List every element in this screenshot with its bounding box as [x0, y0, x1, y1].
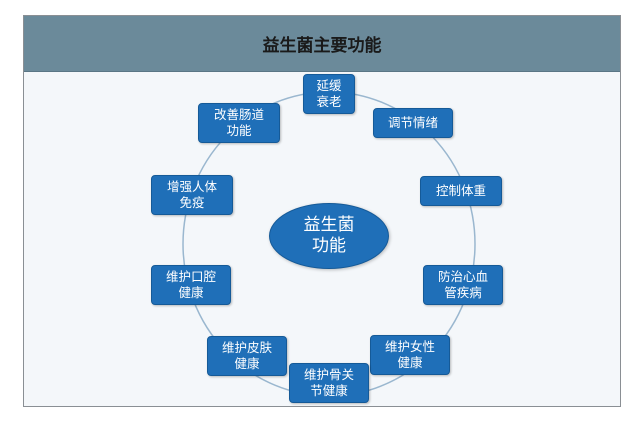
node-weight: 控制体重: [420, 176, 502, 206]
node-skin: 维护皮肤 健康: [207, 336, 287, 376]
node-oral: 维护口腔 健康: [151, 265, 231, 305]
node-mood: 调节情绪: [373, 108, 453, 138]
title-bar: 益生菌主要功能: [24, 16, 620, 72]
diagram-title: 益生菌主要功能: [262, 36, 382, 56]
node-cardio: 防治心血 管疾病: [423, 265, 503, 305]
node-gut: 改善肠道 功能: [198, 103, 280, 143]
center-node: 益生菌 功能: [269, 203, 389, 269]
node-immune: 增强人体 免疫: [151, 175, 233, 215]
node-bone: 维护骨关 节健康: [289, 363, 369, 403]
node-anti-aging: 延缓 衰老: [303, 74, 355, 114]
node-female: 维护女性 健康: [370, 335, 450, 375]
